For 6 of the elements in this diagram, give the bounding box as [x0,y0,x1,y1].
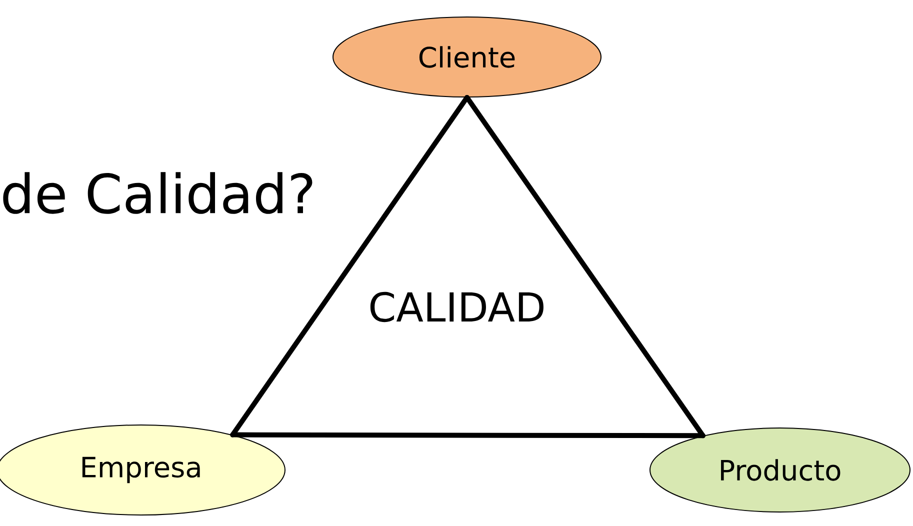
center-label: CALIDAD [370,292,544,322]
ellipse-node: Empresa [0,424,286,516]
triangle-side [464,94,706,438]
ellipse-node: Cliente [332,16,602,98]
ellipse-node: Producto [650,427,910,512]
heading-text: de Calidad? [3,172,312,214]
